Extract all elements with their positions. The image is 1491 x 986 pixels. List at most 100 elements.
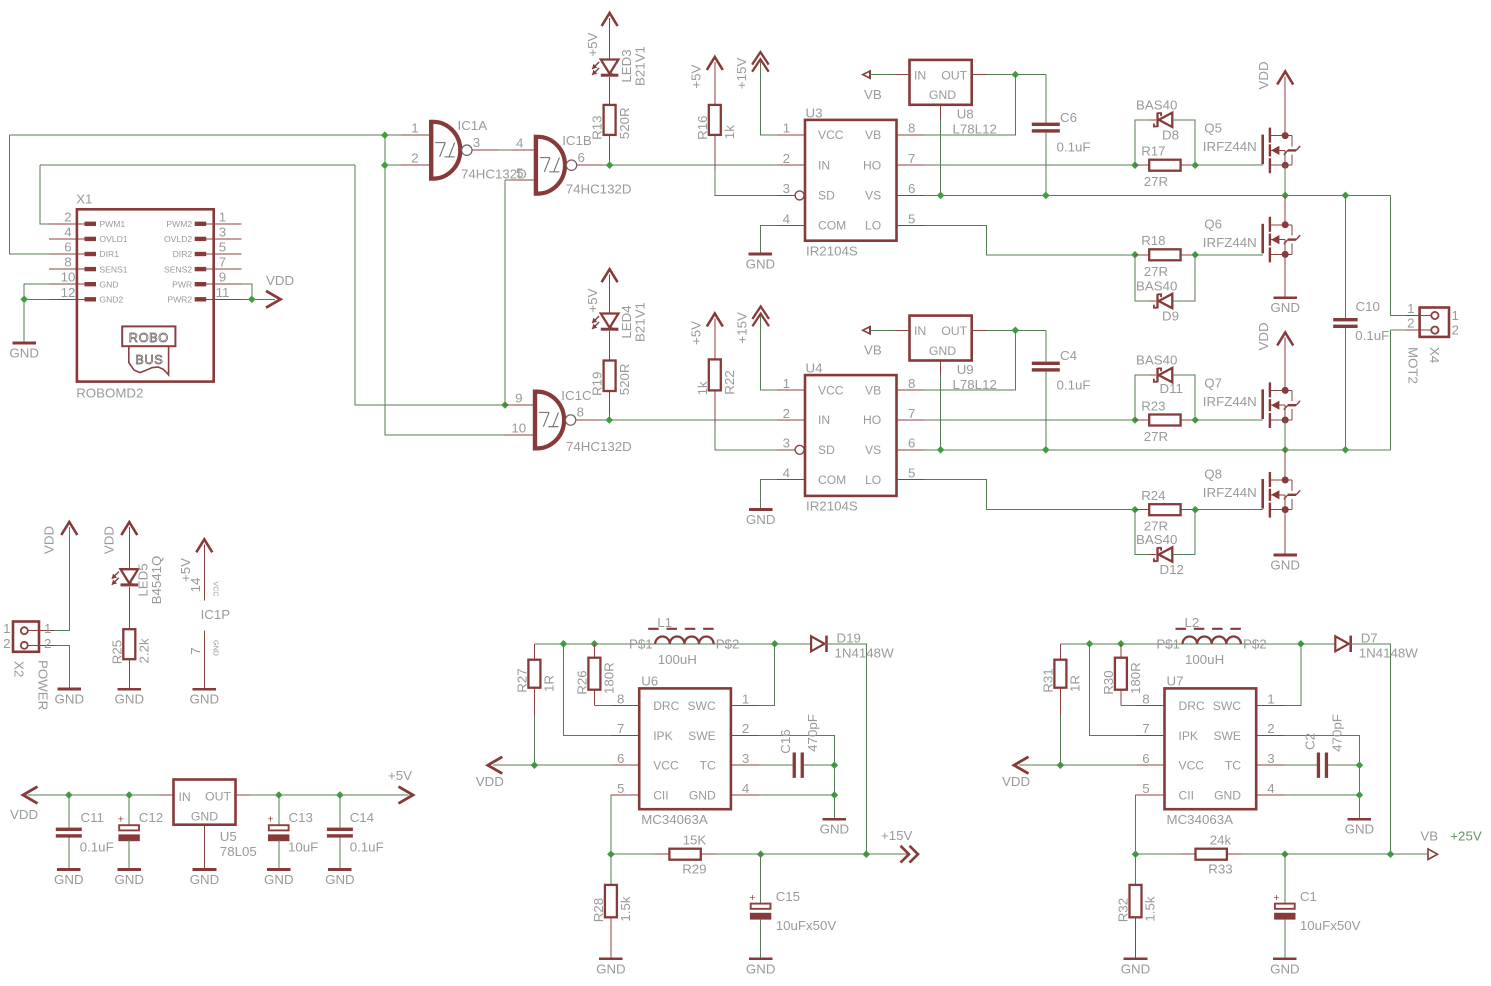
svg-text:78L05: 78L05 bbox=[220, 844, 257, 859]
svg-text:OUT: OUT bbox=[205, 790, 231, 804]
svg-text:X1: X1 bbox=[76, 192, 92, 207]
svg-text:COM: COM bbox=[818, 219, 846, 233]
svg-text:R28: R28 bbox=[591, 898, 606, 922]
svg-text:IN: IN bbox=[914, 324, 926, 338]
svg-text:GND: GND bbox=[114, 872, 144, 887]
svg-text:1k: 1k bbox=[722, 125, 737, 139]
svg-text:IC1C: IC1C bbox=[561, 388, 592, 403]
svg-text:MOT2: MOT2 bbox=[1406, 347, 1421, 384]
svg-text:GND: GND bbox=[689, 789, 716, 803]
svg-text:R30: R30 bbox=[1101, 670, 1116, 694]
svg-text:74HC132D: 74HC132D bbox=[566, 182, 632, 197]
svg-text:IPK: IPK bbox=[1179, 729, 1199, 743]
svg-text:+: + bbox=[749, 892, 755, 904]
svg-text:GND: GND bbox=[115, 692, 145, 707]
svg-text:GND: GND bbox=[1270, 300, 1300, 315]
svg-text:GND: GND bbox=[325, 872, 355, 887]
svg-text:1.5k: 1.5k bbox=[618, 896, 633, 921]
svg-text:1: 1 bbox=[783, 376, 790, 391]
svg-text:R25: R25 bbox=[109, 640, 124, 664]
svg-text:GND: GND bbox=[746, 256, 776, 271]
svg-text:OVLD1: OVLD1 bbox=[99, 234, 127, 244]
svg-text:5: 5 bbox=[908, 211, 915, 226]
svg-text:520R: 520R bbox=[617, 107, 632, 139]
svg-text:VDD: VDD bbox=[42, 526, 57, 554]
svg-text:VDD: VDD bbox=[1002, 774, 1030, 789]
svg-text:C12: C12 bbox=[139, 810, 163, 825]
svg-text:GND: GND bbox=[1345, 822, 1375, 837]
svg-text:8: 8 bbox=[1142, 691, 1149, 706]
svg-text:DRC: DRC bbox=[1179, 699, 1205, 713]
svg-text:GND: GND bbox=[190, 692, 220, 707]
svg-text:VDD: VDD bbox=[266, 273, 294, 288]
svg-text:VS: VS bbox=[865, 443, 881, 457]
svg-text:8: 8 bbox=[908, 376, 915, 391]
svg-text:P$2: P$2 bbox=[716, 636, 740, 651]
svg-text:IN: IN bbox=[818, 413, 830, 427]
svg-text:100uH: 100uH bbox=[1185, 652, 1224, 667]
svg-text:SENS1: SENS1 bbox=[99, 264, 127, 274]
svg-text:IRFZ44N: IRFZ44N bbox=[1203, 485, 1257, 500]
svg-text:2: 2 bbox=[783, 406, 790, 421]
svg-text:0.1uF: 0.1uF bbox=[1057, 378, 1091, 393]
svg-text:7: 7 bbox=[219, 255, 226, 270]
svg-text:L1: L1 bbox=[657, 615, 672, 630]
svg-text:1: 1 bbox=[411, 121, 418, 136]
svg-text:R31: R31 bbox=[1040, 668, 1055, 692]
svg-text:27R: 27R bbox=[1144, 174, 1168, 189]
svg-text:+25V: +25V bbox=[1450, 829, 1482, 844]
svg-text:5: 5 bbox=[908, 465, 915, 480]
svg-text:R24: R24 bbox=[1141, 488, 1165, 503]
svg-text:P$2: P$2 bbox=[1243, 636, 1267, 651]
svg-text:TC: TC bbox=[700, 759, 716, 773]
svg-text:1R: 1R bbox=[542, 675, 557, 692]
svg-text:R17: R17 bbox=[1141, 144, 1165, 159]
svg-text:GND: GND bbox=[99, 279, 118, 289]
svg-text:HO: HO bbox=[863, 413, 881, 427]
svg-text:VCC: VCC bbox=[818, 128, 844, 142]
svg-text:7: 7 bbox=[188, 647, 203, 654]
svg-text:GND2: GND2 bbox=[99, 295, 123, 305]
svg-text:3: 3 bbox=[742, 751, 749, 766]
svg-text:PWR2: PWR2 bbox=[167, 295, 192, 305]
svg-text:R19: R19 bbox=[590, 372, 605, 396]
svg-text:14: 14 bbox=[188, 578, 203, 593]
svg-text:SWE: SWE bbox=[1213, 729, 1241, 743]
svg-text:D11: D11 bbox=[1160, 381, 1183, 396]
svg-text:1R: 1R bbox=[1068, 675, 1083, 692]
svg-text:2: 2 bbox=[1267, 721, 1274, 736]
svg-text:3: 3 bbox=[783, 181, 790, 196]
svg-text:+: + bbox=[1274, 892, 1280, 904]
svg-text:VCC: VCC bbox=[212, 581, 221, 596]
svg-text:C11: C11 bbox=[81, 810, 104, 825]
svg-text:C14: C14 bbox=[350, 810, 374, 825]
svg-text:6: 6 bbox=[908, 436, 915, 451]
svg-text:IN: IN bbox=[818, 158, 830, 172]
svg-text:R23: R23 bbox=[1141, 398, 1165, 413]
svg-text:R33: R33 bbox=[1208, 862, 1232, 877]
svg-text:VDD: VDD bbox=[1256, 61, 1271, 89]
svg-text:U5: U5 bbox=[220, 829, 237, 844]
svg-text:7: 7 bbox=[617, 721, 624, 736]
svg-text:U9: U9 bbox=[957, 362, 974, 377]
svg-text:VDD: VDD bbox=[10, 807, 38, 822]
svg-text:C16: C16 bbox=[778, 729, 793, 753]
svg-text:3: 3 bbox=[1267, 751, 1274, 766]
svg-text:U4: U4 bbox=[806, 361, 823, 376]
svg-text:4: 4 bbox=[1267, 781, 1274, 796]
svg-text:R22: R22 bbox=[722, 370, 737, 394]
svg-text:SD: SD bbox=[818, 443, 835, 457]
svg-text:1: 1 bbox=[3, 621, 10, 636]
svg-text:3: 3 bbox=[219, 224, 226, 239]
svg-text:GND: GND bbox=[929, 344, 956, 358]
svg-text:DIR2: DIR2 bbox=[173, 249, 193, 259]
svg-text:GND: GND bbox=[55, 692, 85, 707]
svg-text:GND: GND bbox=[212, 640, 221, 656]
svg-text:PWM2: PWM2 bbox=[166, 219, 192, 229]
svg-text:1: 1 bbox=[1407, 301, 1414, 316]
svg-text:24k: 24k bbox=[1210, 833, 1232, 848]
svg-text:PWM1: PWM1 bbox=[99, 219, 125, 229]
svg-text:6: 6 bbox=[64, 240, 71, 255]
svg-text:74HC132D: 74HC132D bbox=[566, 439, 632, 454]
svg-text:VDD: VDD bbox=[102, 526, 117, 554]
